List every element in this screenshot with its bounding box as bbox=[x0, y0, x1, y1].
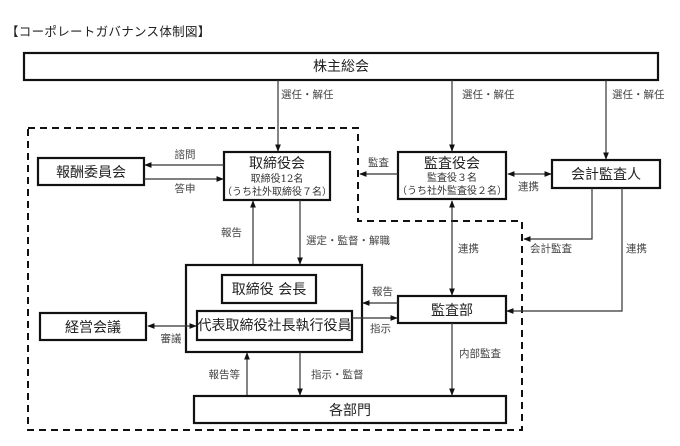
chairman-label: 取締役 会長 bbox=[232, 281, 306, 298]
label-select-supervise-dismiss: 選定・監督・解職 bbox=[306, 234, 390, 247]
edge-accounting-audit bbox=[523, 188, 593, 242]
board-of-directors-node: 取締役会 取締役12名 （うち社外取締役７名） bbox=[222, 150, 332, 202]
audit-board-node: 監査役会 監査役３名 （うち社外監査役２名） bbox=[396, 150, 508, 201]
management-meeting-node: 経営会議 bbox=[38, 311, 148, 342]
label-accounting-audit: 会計監査 bbox=[530, 242, 572, 255]
board-of-directors-label: 取締役会 bbox=[249, 155, 305, 172]
label-elect-dismiss-accounting: 選任・解任 bbox=[612, 88, 665, 101]
label-instruction-to-audit-dept: 指示 bbox=[370, 322, 391, 335]
president-label: 代表取締役社長執行役員 bbox=[198, 317, 352, 334]
accounting-auditor-node: 会計監査人 bbox=[550, 158, 662, 190]
label-instruct-supervise: 指示・監督 bbox=[311, 368, 364, 381]
compensation-committee-node: 報酬委員会 bbox=[36, 156, 146, 187]
departments-node: 各部門 bbox=[192, 394, 508, 425]
label-cooperation-audit-dept: 連携 bbox=[458, 242, 479, 255]
audit-board-label: 監査役会 bbox=[424, 155, 480, 172]
label-elect-dismiss-audit: 選任・解任 bbox=[462, 88, 515, 101]
label-report-to-board: 報告 bbox=[221, 226, 242, 239]
chairman-node: 取締役 会長 bbox=[220, 273, 318, 305]
label-report-etc: 報告等 bbox=[209, 368, 241, 381]
company-boundary bbox=[27, 127, 523, 431]
edge-cooperation-accounting-dept bbox=[506, 188, 623, 314]
label-audit: 監査 bbox=[368, 156, 389, 169]
board-of-directors-outside-count: （うち社外取締役７名） bbox=[222, 185, 332, 198]
audit-department-label: 監査部 bbox=[431, 302, 473, 319]
audit-board-count: 監査役３名 bbox=[427, 171, 477, 184]
label-internal-audit: 内部監査 bbox=[459, 347, 501, 360]
label-answer: 答申 bbox=[175, 182, 196, 195]
departments-label: 各部門 bbox=[329, 403, 371, 419]
label-report-from-audit-dept: 報告 bbox=[372, 285, 393, 298]
label-cooperation-audit-accounting: 連携 bbox=[518, 180, 539, 193]
label-deliberation: 審議 bbox=[161, 332, 182, 345]
label-elect-dismiss-board: 選任・解任 bbox=[281, 88, 334, 101]
shareholders-meeting-label: 株主総会 bbox=[313, 59, 369, 75]
label-cooperation-accounting-dept: 連携 bbox=[626, 242, 647, 255]
board-of-directors-count: 取締役12名 bbox=[251, 172, 304, 185]
audit-board-outside-count: （うち社外監査役２名） bbox=[397, 184, 507, 197]
page-title: 【コーポレートガバナンス体制図】 bbox=[6, 24, 211, 39]
accounting-auditor-label: 会計監査人 bbox=[571, 166, 641, 183]
label-consult: 諮問 bbox=[175, 148, 196, 161]
shareholders-meeting-node: 株主総会 bbox=[22, 51, 660, 82]
audit-department-node: 監査部 bbox=[396, 294, 508, 325]
president-node: 代表取締役社長執行役員 bbox=[195, 309, 354, 342]
compensation-committee-label: 報酬委員会 bbox=[56, 165, 126, 181]
management-meeting-label: 経営会議 bbox=[65, 319, 121, 336]
